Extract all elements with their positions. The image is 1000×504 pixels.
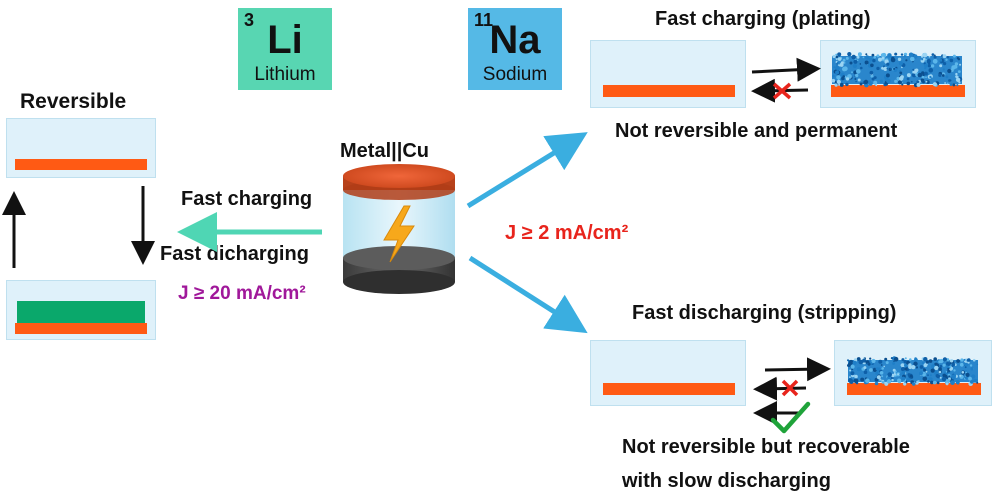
stripping-reverse-arrow-icon xyxy=(753,376,807,401)
lithium-atomic-number: 3 xyxy=(244,10,255,30)
check-icon xyxy=(770,401,811,434)
copper-electrode xyxy=(15,159,147,170)
reversible-top-cell xyxy=(6,118,156,178)
stripping-caption-line1: Not reversible but recoverable xyxy=(622,436,910,458)
copper-electrode xyxy=(603,85,735,97)
sodium-tile: 11 Na Sodium xyxy=(468,8,562,90)
stripping-forward-arrow-icon xyxy=(764,357,831,382)
plating-forward-arrow-icon xyxy=(751,57,821,82)
copper-electrode xyxy=(603,383,735,395)
copper-electrode xyxy=(847,383,981,395)
blue-arrow-down-icon xyxy=(468,255,588,334)
stripping-caption-line2: with slow discharging xyxy=(622,470,831,492)
stripping-initial-cell xyxy=(590,340,746,406)
sodium-symbol: Na xyxy=(489,18,541,62)
lithium-symbol: Li xyxy=(267,18,303,62)
plating-initial-cell xyxy=(590,40,746,108)
copper-electrode xyxy=(831,85,965,97)
lithium-tile: 3 Li Lithium xyxy=(238,8,332,90)
left-current-density: J ≥ 20 mA/cm² xyxy=(178,283,306,304)
green-metal-deposit xyxy=(17,301,145,323)
sodium-name: Sodium xyxy=(482,64,548,85)
plating-caption: Not reversible and permanent xyxy=(615,120,898,142)
reversible-bottom-cell xyxy=(6,280,156,340)
stripping-title: Fast discharging (stripping) xyxy=(632,302,897,324)
cell-label: Metal||Cu xyxy=(340,140,429,162)
plating-title: Fast charging (plating) xyxy=(655,8,871,30)
cross-icon xyxy=(781,379,799,397)
blue-arrow-up-icon xyxy=(466,132,588,209)
lightning-bolt-icon xyxy=(383,205,415,263)
sodium-atomic-number: 11 xyxy=(474,10,494,30)
center-current-density: J ≥ 2 mA/cm² xyxy=(505,222,629,244)
dendritic-deposit-stripping xyxy=(847,356,979,387)
dendritic-deposit-plating xyxy=(831,52,963,88)
reversible-title: Reversible xyxy=(20,90,127,113)
lithium-name: Lithium xyxy=(254,64,316,85)
fast-charging-label: Fast charging xyxy=(181,188,313,210)
copper-electrode xyxy=(15,323,147,334)
metal-cu-cell-icon xyxy=(343,164,455,294)
cross-icon xyxy=(772,82,792,100)
